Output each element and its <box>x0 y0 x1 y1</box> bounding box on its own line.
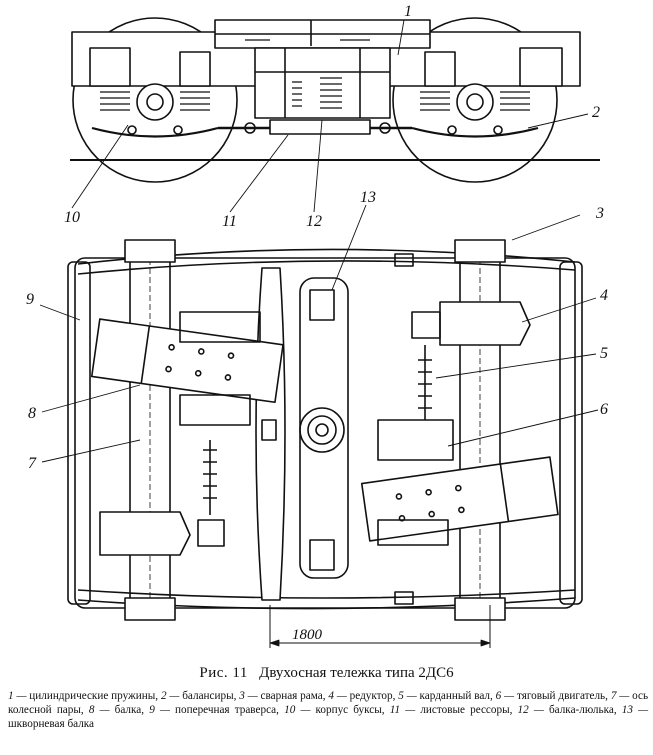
legend-item: 10 — корпус буксы, <box>284 704 385 716</box>
callout-5: 5 <box>600 345 608 362</box>
legend-number: 5 <box>398 690 404 702</box>
figure-legend: 1 — цилиндрические пружины, 2 — балансир… <box>8 689 648 731</box>
legend-item: 13 — шкворневая балка <box>8 704 649 730</box>
figure-number: Рис. 11 <box>199 665 248 681</box>
legend-text: шкворневая балка <box>8 718 95 730</box>
legend-item: 11 — листовые рессоры, <box>389 704 513 716</box>
callout-13: 13 <box>360 189 376 206</box>
callout-12: 12 <box>306 213 322 230</box>
dimension-label: 1800 <box>292 627 323 643</box>
figure-caption: Рис. 11 Двухосная тележка типа 2ДС6 <box>0 665 653 682</box>
legend-text: балка-люлька, <box>548 704 617 716</box>
legend-number: 6 <box>495 690 502 702</box>
callout-2: 2 <box>592 104 600 121</box>
legend-item: 3 — сварная рама, <box>239 690 326 702</box>
legend-item: 8 — балка, <box>88 704 145 716</box>
legend-number: 10 <box>284 704 296 716</box>
legend-text: карданный вал, <box>419 690 493 702</box>
legend-item: 6 — тяговый двигатель, <box>495 690 608 702</box>
legend-item: 7 — ось колесной пары, <box>8 690 649 716</box>
side-view <box>70 17 600 183</box>
right-wheel <box>392 17 558 183</box>
legend-text: сварная рама, <box>260 690 326 702</box>
callout-6: 6 <box>600 401 608 418</box>
plan-view <box>67 239 583 648</box>
legend-number: 3 <box>239 690 245 702</box>
callout-7: 7 <box>28 455 37 472</box>
leader-lines <box>39 19 599 463</box>
legend-item: 9 — поперечная траверса, <box>149 704 279 716</box>
technical-drawing: 1 2 3 4 5 6 7 8 9 10 11 12 13 1800 <box>26 3 608 648</box>
legend-text: балансиры, <box>182 690 237 702</box>
callout-3: 3 <box>595 205 604 222</box>
legend-text: редуктор, <box>349 690 396 702</box>
legend-text: корпус буксы, <box>315 704 385 716</box>
callout-8: 8 <box>28 405 36 422</box>
legend-item: 12 — балка-люлька, <box>517 704 617 716</box>
callout-11: 11 <box>222 213 237 230</box>
callout-1: 1 <box>404 3 412 20</box>
legend-number: 11 <box>389 704 401 716</box>
legend-number: 8 <box>88 704 95 716</box>
legend-text: поперечная траверса, <box>175 704 279 716</box>
legend-item: 2 — балансиры, <box>160 690 237 702</box>
figure-title: Двухосная тележка типа 2ДС6 <box>259 665 454 681</box>
callout-10: 10 <box>64 209 80 226</box>
legend-number: 7 <box>610 690 617 702</box>
callout-4: 4 <box>600 287 608 304</box>
legend-item: 5 — карданный вал, <box>398 690 493 702</box>
legend-number: 9 <box>149 704 155 716</box>
left-wheel <box>72 17 238 183</box>
legend-number: 4 <box>328 690 334 702</box>
legend-text: ось колесной пары, <box>8 690 649 716</box>
legend-number: 12 <box>517 704 529 716</box>
legend-item: 1 — цилиндрические пружины, <box>8 690 159 702</box>
legend-text: тяговый двигатель, <box>516 690 608 702</box>
legend-text: балка, <box>114 704 145 716</box>
legend-number: 2 <box>160 690 167 702</box>
legend-number: 13 <box>621 704 633 716</box>
legend-text: цилиндрические пружины, <box>29 690 159 702</box>
callout-9: 9 <box>26 291 34 308</box>
legend-number: 1 <box>8 690 14 702</box>
legend-item: 4 — редуктор, <box>328 690 396 702</box>
legend-text: листовые рессоры, <box>420 704 513 716</box>
